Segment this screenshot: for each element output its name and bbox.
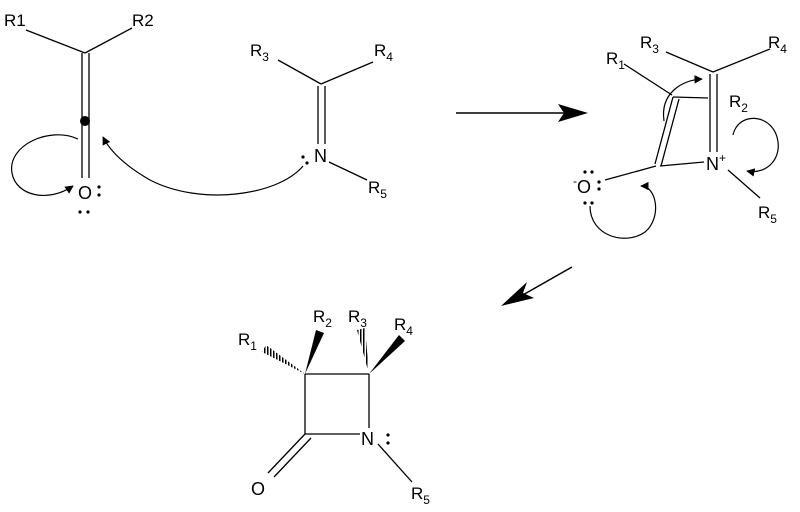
ketene-bond-r2 xyxy=(84,27,133,54)
lone-pair-dot xyxy=(305,161,309,165)
zw-co-bond xyxy=(604,165,657,181)
lactam-r1-label: R1 xyxy=(238,330,257,353)
beta-lactam-product: R1 R2 R3 R4 N O R5 xyxy=(238,307,430,507)
imine-r4-label: R4 xyxy=(374,41,393,64)
subscript: 5 xyxy=(770,212,777,226)
subscript: 3 xyxy=(652,42,659,56)
ketene-bond-r1 xyxy=(25,29,86,54)
zw-oxide: -O xyxy=(573,174,591,197)
lactam-r4-label: R4 xyxy=(394,315,413,338)
zw-bond-r1 xyxy=(623,63,673,96)
lone-pair-dot xyxy=(97,193,101,197)
subscript: 3 xyxy=(360,316,367,330)
lone-pair-dot xyxy=(590,170,594,174)
zw-nitrogen-plus: N+ xyxy=(706,151,726,174)
oxide-atom: O xyxy=(577,177,591,197)
zw-ring-bond-top xyxy=(672,96,709,99)
lone-pair-dot xyxy=(386,441,390,445)
imine-molecule: R3 R4 N R5 xyxy=(102,41,393,201)
ketene-r1-label: R1 xyxy=(4,11,26,30)
charge-plus: + xyxy=(719,151,726,165)
lactam-r5-label: R5 xyxy=(411,484,430,507)
lactam-oxygen: O xyxy=(251,479,265,499)
curly-arrow-imine xyxy=(102,136,304,196)
r1-text: R1 xyxy=(4,11,26,30)
subscript: 5 xyxy=(380,187,387,201)
curly-arrow-nitrogen xyxy=(732,117,779,177)
ketene-oxygen: O xyxy=(78,183,92,203)
imine-nitrogen: N xyxy=(314,146,327,166)
lone-pair-dot xyxy=(386,433,390,437)
ketene-carbon-dot xyxy=(80,116,90,126)
lone-pair-dot xyxy=(97,185,101,189)
lone-pair-dot xyxy=(78,210,82,214)
hashed-bond-r1 xyxy=(262,345,305,374)
ketene-molecule: R1 R2 O xyxy=(4,11,154,214)
zw-r2-label: R2 xyxy=(729,92,748,115)
step-arrow-head xyxy=(558,104,588,122)
step-arrow-line xyxy=(520,266,573,297)
carbonyl-bond-a xyxy=(267,433,306,474)
zw-bond-r4 xyxy=(712,48,771,73)
lone-pair-dot xyxy=(583,170,587,174)
subscript: 4 xyxy=(386,50,393,64)
imine-bond-r3 xyxy=(277,59,322,85)
imine-r5-label: R5 xyxy=(368,178,387,201)
reaction-arrows xyxy=(456,104,588,306)
zw-r3-label: R3 xyxy=(640,33,659,56)
lone-pair-dot xyxy=(590,201,594,205)
wedge-bond-r2 xyxy=(305,330,324,374)
step-arrow-head xyxy=(501,282,534,306)
imine-bond-r5 xyxy=(328,161,368,181)
lone-pair-dot xyxy=(597,187,601,191)
lactam-bond-r5 xyxy=(377,443,413,483)
curly-arrow-ketene xyxy=(11,134,79,196)
subscript: 2 xyxy=(741,101,748,115)
curly-arrow-ring-closure xyxy=(662,75,703,122)
lactam-r2-label: R2 xyxy=(313,307,332,330)
subscript: 1 xyxy=(618,58,625,72)
zw-r1-label: R1 xyxy=(606,49,625,72)
hashed-bond-r3 xyxy=(357,328,369,374)
lactam-r3-label: R3 xyxy=(348,307,367,330)
lone-pair-dot xyxy=(301,155,305,159)
r2-text: R2 xyxy=(132,11,154,30)
zw-r4-label: R4 xyxy=(768,33,787,56)
imine-r3-label: R3 xyxy=(250,41,269,64)
zw-bond-r5 xyxy=(727,169,761,199)
carbonyl-bond-b xyxy=(273,437,312,478)
subscript: 4 xyxy=(406,324,413,338)
subscript: 5 xyxy=(423,493,430,507)
zw-ring-bond-bottom xyxy=(659,161,705,167)
charge-minus: - xyxy=(573,174,577,188)
lone-pair-dot xyxy=(597,180,601,184)
imine-bond-r4 xyxy=(320,61,374,85)
lone-pair-dot xyxy=(583,201,587,205)
zw-r5-label: R5 xyxy=(758,203,777,226)
zw-ring-bond-left-a xyxy=(654,96,674,165)
curly-arrow-oxide xyxy=(589,181,657,239)
ketene-r2-label: R2 xyxy=(132,11,154,30)
subscript: 3 xyxy=(262,50,269,64)
subscript: 2 xyxy=(325,316,332,330)
subscript: 1 xyxy=(250,339,257,353)
zw-bond-r3 xyxy=(665,51,714,73)
zwitterion-intermediate: R1 R3 R4 R2 N+ -O R5 xyxy=(573,33,787,239)
subscript: 4 xyxy=(780,42,787,56)
zw-ring-bond-left-b xyxy=(660,98,680,167)
lone-pair-dot xyxy=(86,210,90,214)
lactam-nitrogen: N xyxy=(361,429,374,449)
wedge-bond-r4 xyxy=(369,335,405,374)
